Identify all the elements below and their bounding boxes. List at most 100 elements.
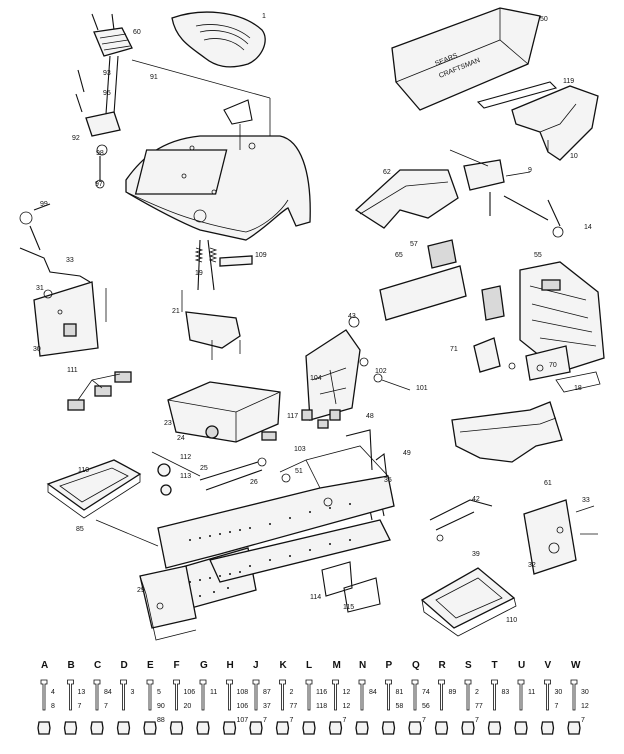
hardware-row: A48B137C847D3E59088F10620G11H108106107J8…: [37, 660, 589, 735]
hardware-part-number: 83: [502, 689, 510, 696]
right-footrest-part: [420, 567, 517, 637]
hardware-part-number: 7: [290, 717, 294, 724]
hardware-part-number: 7: [78, 703, 82, 710]
hardware-letter-W: W: [571, 660, 581, 671]
callout-42: 42: [472, 496, 480, 503]
hardware-part-number: 77: [475, 703, 483, 710]
hardware-part-number: 7: [422, 717, 426, 724]
hardware-bolt-V: [544, 679, 551, 711]
hardware-letter-E: E: [147, 660, 154, 671]
hardware-bolt-R: [438, 679, 445, 711]
main-frame-part: [95, 445, 395, 611]
hardware-nut-S: [461, 721, 475, 735]
callout-71: 71: [450, 346, 458, 353]
hood-part: SEARS CRAFTSMAN: [391, 7, 541, 111]
callout-110: 110: [506, 617, 517, 624]
hardware-nut-A: [37, 721, 51, 735]
hardware-part-number: 58: [396, 703, 404, 710]
hardware-part-number: 7: [475, 717, 479, 724]
hardware-letter-N: N: [359, 660, 366, 671]
callout-115: 115: [343, 604, 354, 611]
hardware-nut-D: [116, 721, 131, 735]
callout-112: 112: [180, 454, 191, 461]
fender-part: [125, 99, 311, 241]
hardware-part-number: 12: [581, 703, 589, 710]
callout-55: 55: [534, 252, 542, 259]
callout-91: 91: [150, 74, 158, 81]
hardware-part-number: 116: [316, 689, 327, 696]
left-footrest-part: [46, 459, 142, 519]
hardware-part-number: 11: [528, 689, 535, 696]
callout-9: 9: [528, 167, 532, 174]
hardware-part-number: 7: [263, 717, 267, 724]
hardware-letter-T: T: [492, 660, 498, 671]
hardware-part-number: 13: [78, 689, 86, 696]
hardware-bolt-P: [385, 679, 392, 711]
callout-49: 49: [403, 450, 411, 457]
hardware-letter-Q: Q: [412, 660, 420, 671]
hardware-nut-M: [328, 721, 343, 735]
callout-35: 35: [384, 477, 392, 484]
hardware-nut-H: [222, 721, 237, 735]
hardware-letter-H: H: [227, 660, 234, 671]
support-plate-part: [301, 316, 411, 429]
hardware-part-number: 84: [104, 689, 112, 696]
callout-26: 26: [250, 479, 258, 486]
hardware-part-number: 30: [555, 689, 563, 696]
hardware-bolt-G: [199, 679, 207, 711]
hardware-part-number: 12: [343, 689, 351, 696]
hardware-part-number: 118: [316, 703, 327, 710]
callout-21: 21: [172, 308, 180, 315]
hardware-part-number: 7: [343, 717, 347, 724]
hardware-part-number: 56: [422, 703, 430, 710]
hardware-letter-P: P: [386, 660, 393, 671]
callout-31: 31: [36, 285, 44, 292]
hardware-bolt-Q: [411, 679, 419, 711]
callout-102: 102: [375, 368, 387, 375]
hardware-nut-K: [275, 721, 290, 735]
hardware-part-number: 11: [210, 689, 217, 696]
hardware-part-number: 89: [449, 689, 457, 696]
callout-60: 60: [133, 29, 141, 36]
dash-console-part: [379, 239, 605, 373]
hardware-part-number: 74: [422, 689, 430, 696]
shift-lever-assembly: [75, 13, 271, 189]
fuel-tank-part: [167, 381, 281, 443]
callout-85: 85: [76, 526, 84, 533]
hardware-nut-Q: [408, 721, 422, 735]
hardware-bolt-C: [93, 679, 101, 711]
hardware-part-number: 77: [290, 703, 298, 710]
hardware-part-number: 87: [263, 689, 271, 696]
callout-19: 19: [195, 270, 203, 277]
hardware-nut-N: [355, 721, 369, 735]
pad-parts: [67, 371, 132, 411]
grille-part: [476, 81, 599, 161]
hardware-bolt-W: [570, 679, 578, 711]
callout-98: 98: [96, 150, 104, 157]
hardware-letter-D: D: [121, 660, 128, 671]
callout-24: 24: [177, 435, 185, 442]
pedal-rod-part: [157, 457, 291, 496]
right-bracket-part: [473, 337, 601, 393]
front-plate-part: [139, 565, 197, 641]
callout-23: 23: [164, 420, 172, 427]
callout-32: 32: [528, 562, 536, 569]
callout-92: 92: [72, 135, 80, 142]
callout-111: 111: [67, 367, 78, 374]
hardware-nut-L: [302, 721, 316, 735]
hardware-letter-G: G: [200, 660, 208, 671]
hardware-nut-J: [249, 721, 263, 735]
hardware-nut-F: [169, 721, 184, 735]
hardware-bolt-H: [226, 679, 233, 711]
hardware-part-number: 7: [581, 717, 585, 724]
hardware-part-number: 5: [157, 689, 161, 696]
callout-33: 33: [66, 257, 74, 264]
callout-70: 70: [549, 362, 557, 369]
hardware-part-number: 30: [581, 689, 589, 696]
hardware-letter-R: R: [439, 660, 447, 671]
hardware-part-number: 88: [157, 717, 165, 724]
hardware-part-number: 4: [51, 689, 55, 696]
callout-99: 99: [40, 201, 48, 208]
hardware-bolt-A: [40, 679, 48, 711]
hardware-bolt-S: [464, 679, 472, 711]
